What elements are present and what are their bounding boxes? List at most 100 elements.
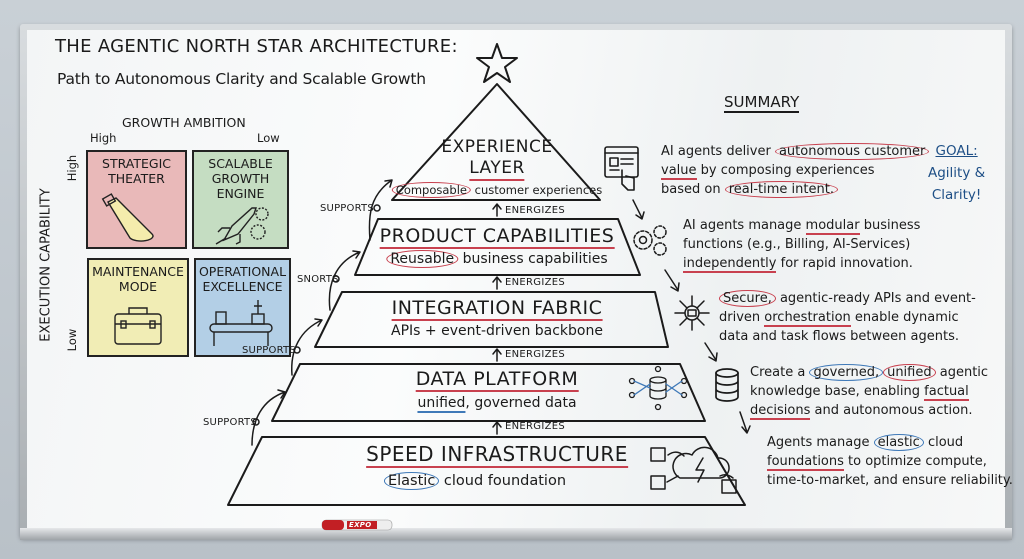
text-segment: business capabilities [458, 251, 608, 267]
summary-line: independently for rapid innovation. [683, 254, 920, 273]
text-segment: Create a [750, 365, 810, 380]
supports-label: SNORTS [297, 274, 339, 285]
matrix-x-axis-label: GROWTH AMBITION [122, 115, 246, 130]
summary-line: Secure, agentic-ready APIs and event- [719, 289, 976, 308]
layer-title-speed: SPEED INFRASTRUCTURE [366, 442, 628, 468]
summary-line: AI agents manage modular business [683, 216, 920, 235]
summary-line: Create a governed,unified agentic [750, 363, 988, 382]
layer-subtitle-experience: Composable customer experiences [391, 182, 603, 198]
summary-line: driven orchestration enable dynamic [719, 308, 976, 327]
highlighted-word: elastic [873, 434, 924, 451]
highlighted-word: autonomous customer [774, 143, 930, 160]
text-segment: driven [719, 310, 765, 325]
web-touch-icon [604, 146, 639, 191]
text-segment: , governed data [465, 395, 577, 411]
highlighted-word: orchestration [764, 310, 851, 327]
text-segment: AI agents manage [683, 218, 806, 233]
text-segment: knowledge base, enabling [750, 384, 925, 399]
quadrant-label: SCALABLE GROWTH ENGINE [208, 156, 273, 201]
summary-heading: SUMMARY [724, 93, 800, 113]
text-segment: by composing experiences [696, 163, 875, 178]
highlighted-word: independently [683, 256, 777, 273]
summary-line: decisions and autonomous action. [750, 401, 988, 420]
summary-flow-arrows [632, 199, 751, 434]
toolbox-icon [114, 307, 162, 345]
highlighted-word: unified [883, 364, 936, 381]
layer-title-line: LAYER [469, 158, 525, 181]
gears-icon [633, 225, 667, 256]
quadrant-operational-excellence: OPERATIONAL EXCELLENCE [194, 258, 291, 357]
energizes-label: ENERGIZES [505, 349, 565, 360]
cloud-ai-chips-icon [650, 446, 737, 494]
summary-line: knowledge base, enabling factual [750, 382, 988, 401]
text-segment: APIs + event-driven backbone [391, 323, 603, 339]
text-segment: time-to-market, and ensure reliability. [767, 473, 1013, 488]
matrix-y-high: High [65, 154, 79, 182]
whiteboard [27, 30, 1005, 530]
page-title: THE AGENTIC NORTH STAR ARCHITECTURE: [55, 36, 458, 57]
highlighted-word: value [661, 163, 697, 180]
text-segment: and autonomous action. [810, 403, 973, 418]
text-segment: for rapid innovation. [776, 256, 913, 271]
marker-tray [20, 528, 1012, 540]
layer-title-text: PRODUCT CAPABILITIES [379, 225, 615, 249]
layer-shape-speed [227, 436, 746, 506]
expo-marker [321, 519, 393, 531]
layer-title-text: INTEGRATION FABRIC [391, 297, 603, 321]
marker-brand-label: EXPO [349, 521, 372, 529]
highlighted-word: foundations [767, 454, 844, 471]
goal-line: Agility & [928, 165, 986, 181]
text-segment: based on [661, 182, 725, 197]
summary-line: foundations to optimize compute, [767, 452, 1013, 471]
quadrant-label: MAINTENANCE MODE [92, 264, 184, 294]
summary-line: Agents manage elastic cloud [767, 433, 1013, 452]
layer-shape-integration [314, 291, 669, 348]
layer-title-line: EXPERIENCE [441, 137, 553, 157]
database-icon [715, 368, 739, 402]
text-segment: functions (e.g., Billing, AI-Services) [683, 237, 911, 252]
summary-item-product: AI agents manage modular business functio… [683, 216, 920, 273]
quadrant-label: STRATEGIC THEATER [102, 156, 171, 186]
summary-line: data and task flows between agents. [719, 327, 976, 346]
highlighted-word: factual [924, 384, 969, 401]
summary-item-integration: Secure, agentic-ready APIs and event-dri… [719, 289, 976, 346]
highlighted-word: Reusable [386, 250, 459, 268]
layer-title-text: DATA PLATFORM [415, 368, 579, 392]
energize-arrows [492, 203, 502, 435]
highlighted-word: Secure, [719, 290, 776, 307]
highlighted-word: real-time intent. [724, 181, 838, 198]
supports-label: SUPPORTS [320, 203, 374, 214]
summary-line: value by composing experiences [661, 161, 929, 180]
text-segment: cloud [923, 435, 964, 450]
layer-title-integration: INTEGRATION FABRIC [391, 297, 603, 321]
text-segment: AI agents deliver [661, 144, 775, 159]
text-segment: customer experiences [471, 183, 603, 197]
layer-title-experience: EXPERIENCE LAYER [441, 137, 552, 181]
text-segment: enable dynamic [850, 310, 959, 325]
energizes-label: ENERGIZES [505, 421, 565, 432]
layer-subtitle-data: unified, governed data [417, 395, 577, 413]
matrix-x-high: High [90, 131, 117, 145]
layer-subtitle-speed: Elastic cloud foundation [383, 472, 566, 490]
quadrant-strategic-theater: STRATEGIC THEATER [86, 150, 187, 249]
energizes-label: ENERGIZES [505, 277, 565, 288]
text-segment: agentic-ready APIs and event- [775, 291, 976, 306]
matrix-x-low: Low [257, 131, 280, 145]
supports-label: SUPPORTS [203, 417, 257, 428]
layer-shape-data [271, 363, 706, 422]
highlighted-word: modular [805, 218, 860, 235]
summary-line: functions (e.g., Billing, AI-Services) [683, 235, 920, 254]
layer-title-text: SPEED INFRASTRUCTURE [366, 442, 628, 468]
spotlight-icon [101, 193, 154, 242]
highlighted-word: governed, [809, 364, 884, 381]
north-star-icon [476, 43, 518, 83]
layer-subtitle-integration: APIs + event-driven backbone [391, 323, 603, 339]
text-segment: to optimize compute, [843, 454, 987, 469]
quadrant-label: OPERATIONAL EXCELLENCE [198, 264, 287, 294]
text-segment: Agents manage [767, 435, 874, 450]
network-hub-icon [674, 295, 710, 331]
goal-label: GOAL: [935, 143, 978, 159]
page-subtitle: Path to Autonomous Clarity and Scalable … [57, 70, 426, 88]
